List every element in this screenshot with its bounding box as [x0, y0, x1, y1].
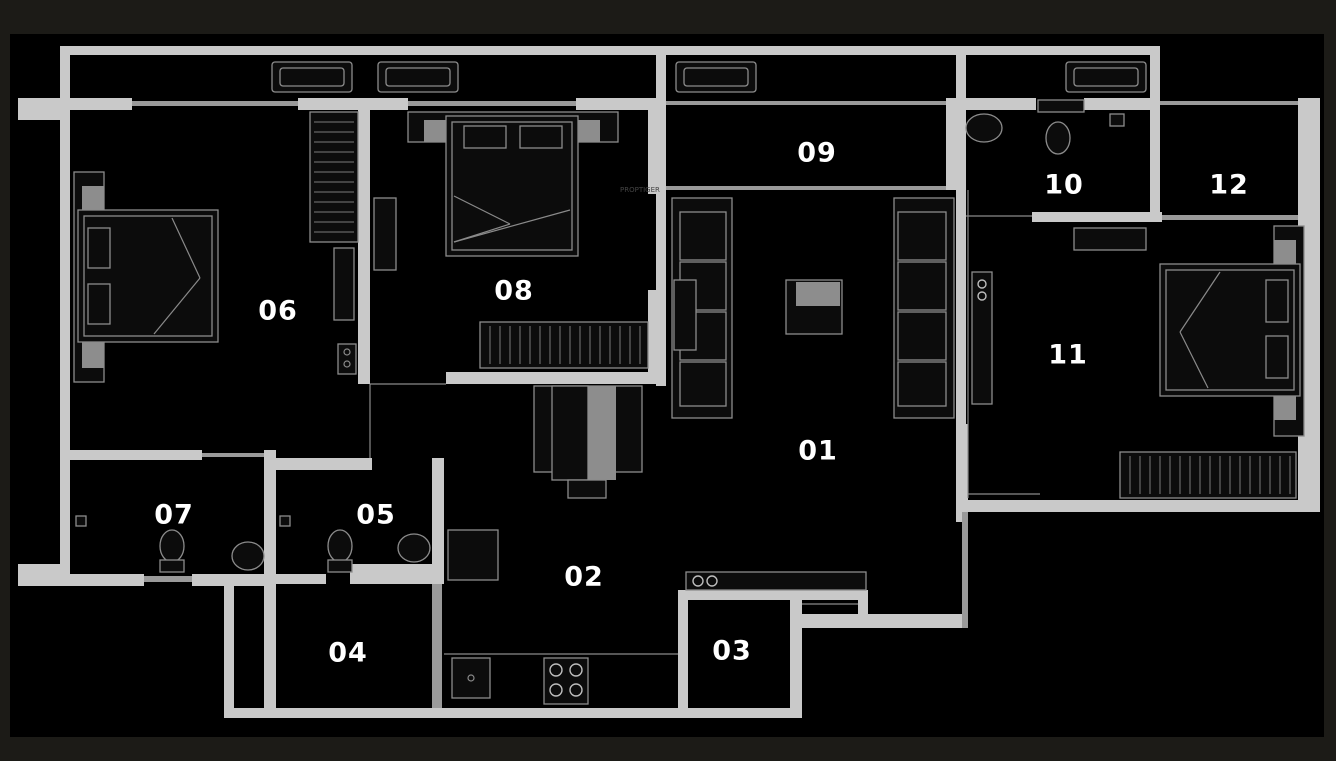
- room-label-03: 03: [712, 636, 752, 667]
- room-label-02: 02: [564, 562, 604, 593]
- room-label-11: 11: [1048, 340, 1088, 371]
- walls: [18, 46, 1320, 718]
- interior-lines: [369, 190, 1040, 605]
- room-label-09: 09: [797, 138, 837, 169]
- room-label-01: 01: [798, 436, 838, 467]
- balcony-planters: [271, 61, 1147, 93]
- room-label-07: 07: [154, 500, 194, 531]
- watermark-text: PROPTIGER: [620, 186, 660, 194]
- room-label-12: 12: [1209, 170, 1249, 201]
- room-label-05: 05: [356, 500, 396, 531]
- living-01-furniture: [533, 197, 955, 591]
- bedroom-06-furniture: [73, 111, 359, 383]
- room-labels: 01 02 03 04 05 06 07 08 09 10 12 11: [154, 138, 1249, 669]
- bath-kitchen-fixtures: [75, 515, 678, 705]
- room-label-04: 04: [328, 638, 368, 669]
- room-label-10: 10: [1044, 170, 1084, 201]
- room-label-06: 06: [258, 296, 298, 327]
- bedroom-08-furniture: PROPTIGER: [373, 111, 660, 369]
- bedroom-11-furniture: [965, 99, 1305, 499]
- room-label-08: 08: [494, 276, 534, 307]
